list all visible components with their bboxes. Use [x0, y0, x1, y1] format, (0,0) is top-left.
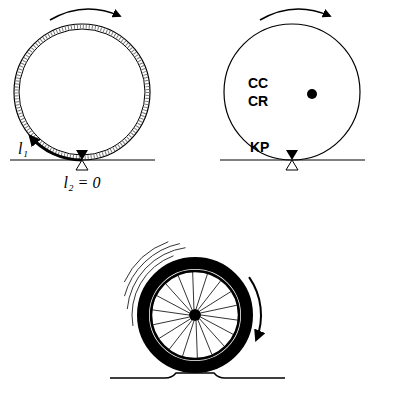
motion-line	[127, 248, 185, 309]
rolling-circle-centres	[220, 9, 365, 170]
spoke	[153, 317, 189, 325]
spoke	[159, 319, 190, 339]
centre-label: CC	[248, 76, 268, 91]
rotation-arrow	[249, 277, 261, 340]
contact-point-label: KP	[250, 140, 269, 155]
rolling-circle-tape	[10, 9, 155, 170]
wheel-illustration	[110, 242, 285, 378]
distance-label: l₂ = 0	[64, 174, 101, 192]
spoke	[196, 321, 197, 358]
spoke	[198, 320, 212, 354]
motion-line	[124, 244, 179, 297]
centre-label: CR	[248, 94, 268, 109]
arc-length-label: l₁	[18, 140, 28, 158]
spoke	[200, 292, 231, 312]
spoke	[193, 272, 194, 309]
motion-line	[132, 256, 173, 326]
motion-line	[124, 242, 168, 282]
spoke	[178, 275, 192, 309]
spoke	[201, 315, 238, 320]
spoke	[152, 310, 189, 315]
spoke	[196, 274, 207, 309]
spoke	[183, 321, 194, 356]
spoke	[201, 305, 237, 313]
